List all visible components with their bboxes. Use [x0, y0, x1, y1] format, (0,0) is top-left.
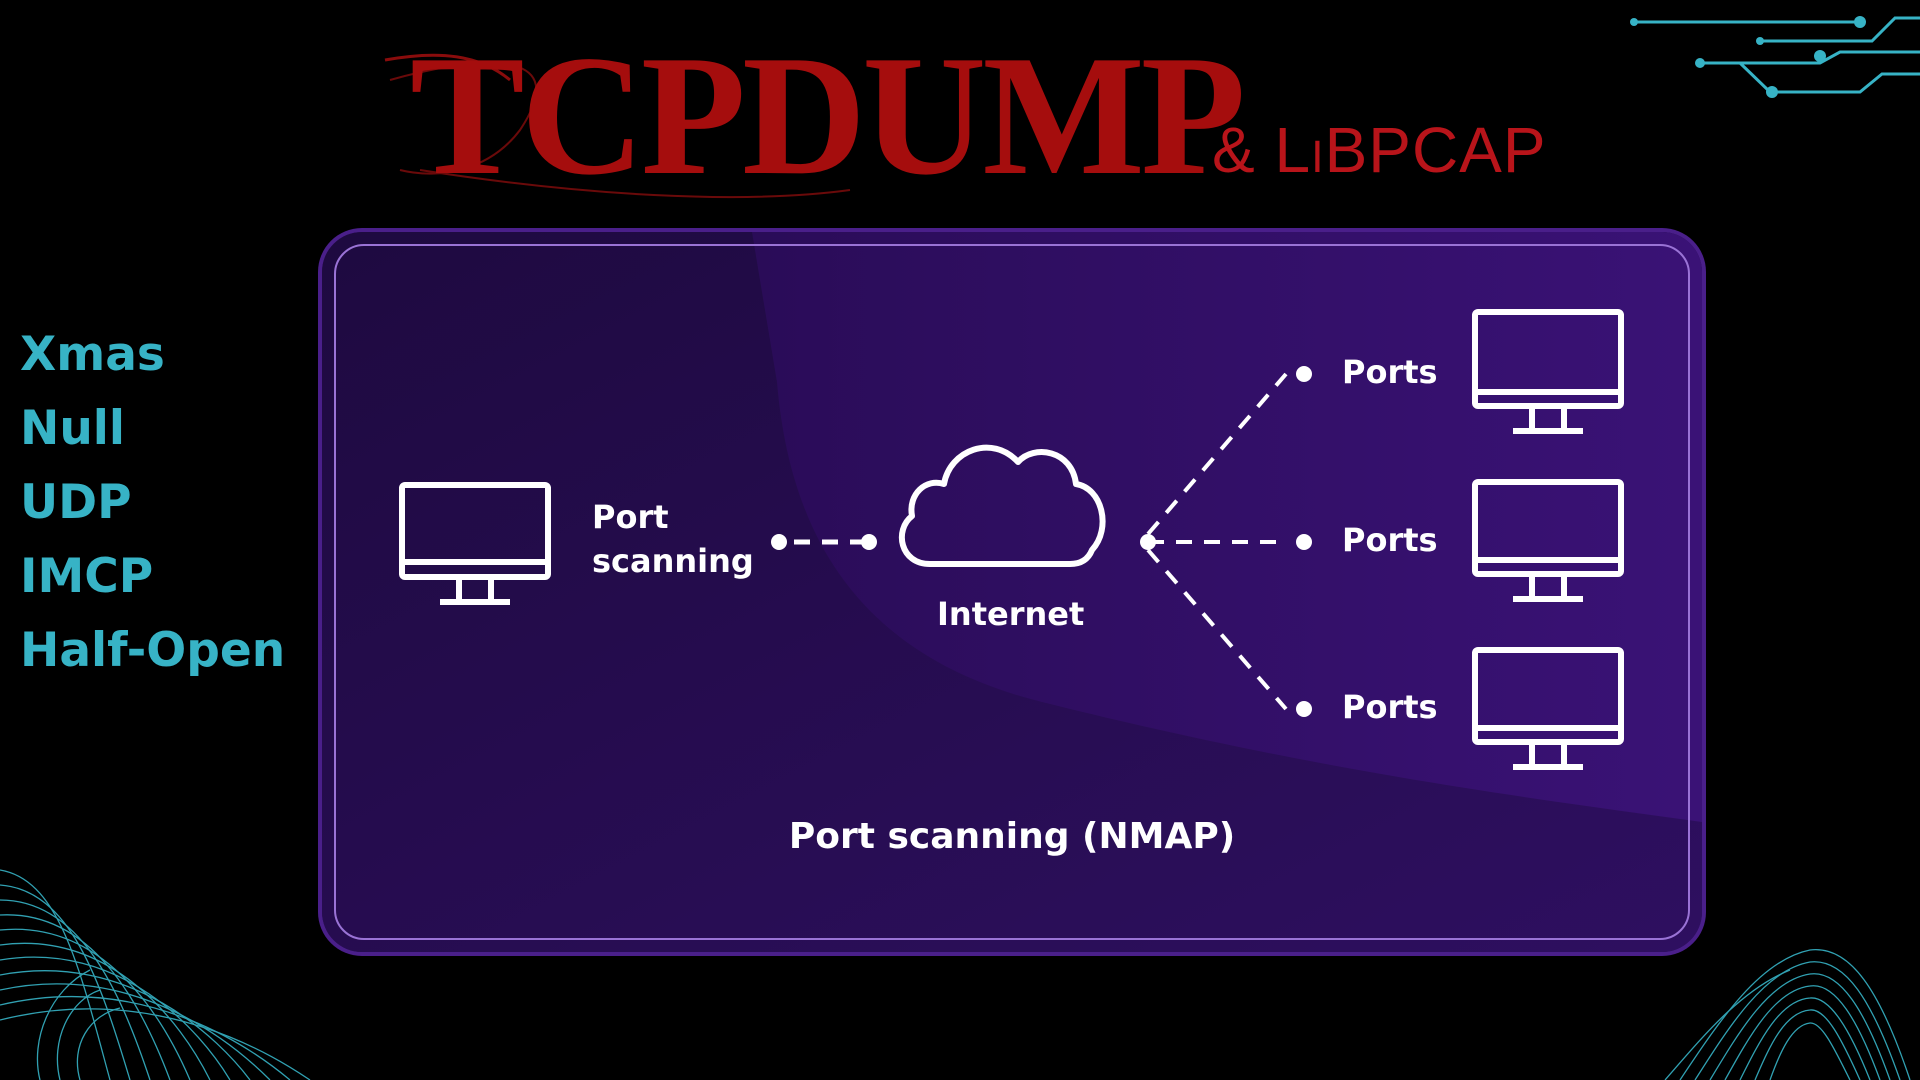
cloud-icon: [898, 444, 1106, 567]
fanout-connections: [1146, 372, 1288, 711]
source-connection: [771, 534, 877, 550]
title-block: TCPDUMP & LiBPCAP: [380, 20, 1580, 211]
diagram-caption: Port scanning (NMAP): [788, 816, 1236, 857]
title-sub: & LiBPCAP: [1212, 114, 1547, 186]
fanout-hub: [1140, 534, 1156, 550]
port-node: [1296, 366, 1312, 382]
target-ports-label: Ports: [1342, 353, 1438, 391]
wave-lines-decoration: [0, 869, 311, 1080]
computer-monitor-icon: [1472, 647, 1624, 770]
computer-monitor-icon: [1472, 309, 1624, 434]
scan-type-item: Half-Open: [20, 623, 286, 678]
title-swirl-decoration: [384, 53, 851, 199]
computer-monitor-icon: [399, 482, 551, 605]
port-node: [1296, 701, 1312, 717]
scan-type-item: Xmas: [20, 327, 165, 382]
scan-type-item: Null: [20, 401, 126, 456]
computer-monitor-icon: [1472, 479, 1624, 602]
scan-type-item: IMCP: [20, 549, 154, 604]
diagram-graphics: [399, 309, 1624, 770]
cloud-label: Internet: [937, 595, 1085, 633]
wave-lines-decoration: [1664, 949, 1911, 1080]
scan-type-list: Xmas Null UDP IMCP Half-Open: [20, 318, 285, 688]
target-ports-label: Ports: [1342, 688, 1438, 726]
scan-type-item: UDP: [20, 475, 132, 530]
source-label-line2: scanning: [592, 542, 754, 580]
circuit-decoration: [1630, 16, 1920, 98]
diagram-panel: Port scanning Internet Ports Ports Ports…: [322, 232, 1702, 952]
source-label-line1: Port: [592, 498, 669, 536]
target-ports-label: Ports: [1342, 521, 1438, 559]
port-node: [1296, 534, 1312, 550]
title-main: TCPDUMP: [410, 21, 1246, 211]
